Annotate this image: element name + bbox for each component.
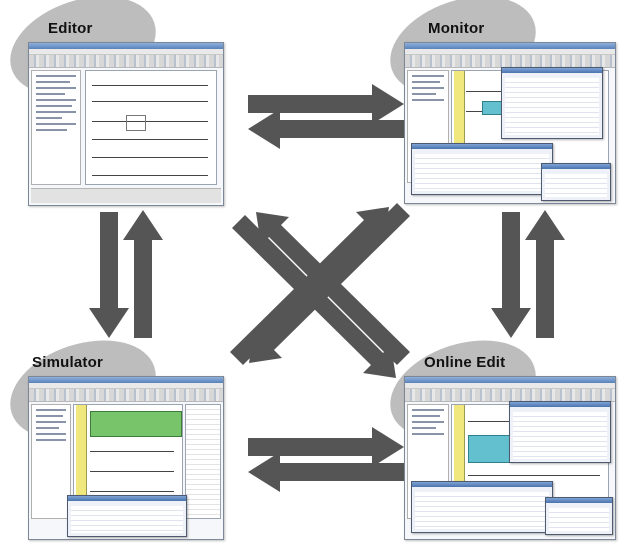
arrow-editor-to-monitor — [248, 84, 404, 124]
online-edit-label: Online Edit — [424, 354, 506, 371]
arrow-online-edit-to-monitor — [525, 210, 565, 338]
device-monitor-window — [411, 143, 553, 195]
device-monitor-window — [411, 481, 553, 533]
simulator-label: Simulator — [32, 354, 103, 371]
buffer-window — [541, 163, 611, 201]
arrow-online-edit-to-simulator — [248, 452, 404, 492]
simulator-screenshot — [28, 376, 224, 540]
monitor-label: Monitor — [428, 20, 485, 37]
arrow-simulator-to-monitor — [230, 207, 389, 365]
arrow-simulator-to-editor — [123, 210, 163, 338]
monitor-screenshot — [404, 42, 616, 204]
project-tree — [31, 70, 81, 185]
arrow-monitor-to-editor — [248, 109, 404, 149]
simulation-control-window — [67, 495, 187, 537]
buffer-window — [545, 497, 613, 535]
arrow-simulator-to-online-edit — [248, 427, 404, 467]
editor-label: Editor — [48, 20, 93, 37]
online-edit-screenshot — [404, 376, 616, 540]
arrow-monitor-to-online-edit — [491, 212, 531, 338]
arrow-monitor-to-simulator — [249, 203, 410, 363]
watch-window — [501, 67, 603, 139]
watch-window — [509, 401, 611, 463]
project-tree — [31, 404, 71, 519]
ladder-canvas — [85, 70, 217, 185]
arrow-editor-to-simulator — [89, 212, 129, 338]
editor-screenshot — [28, 42, 224, 206]
simulation-output-pane — [185, 404, 221, 519]
